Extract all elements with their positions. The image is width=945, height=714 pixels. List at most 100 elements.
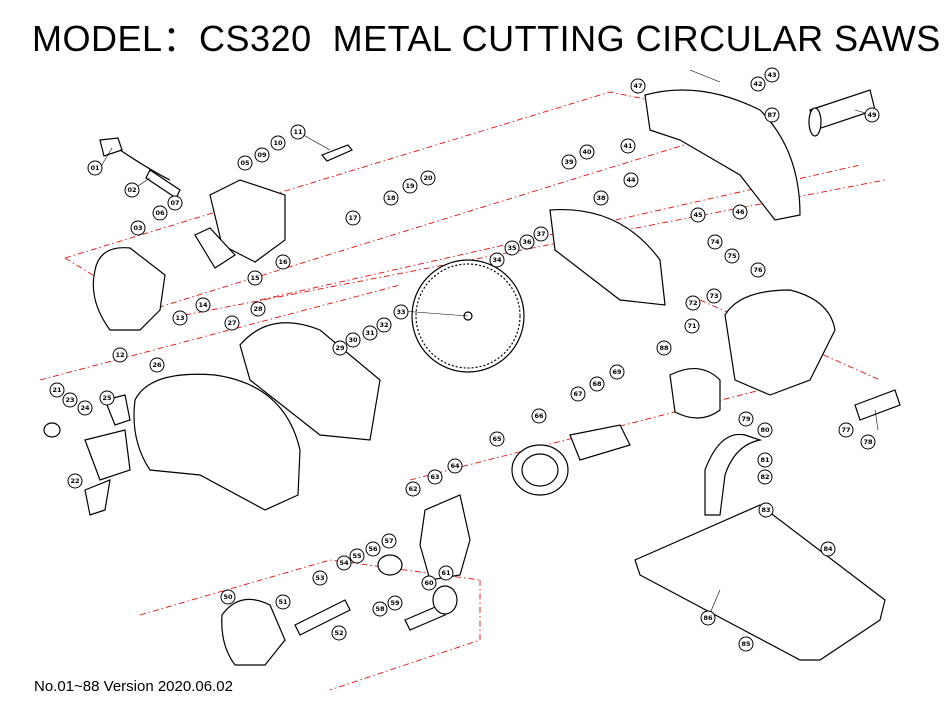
- callout-label: 73: [709, 292, 718, 300]
- callout-07: 07: [167, 195, 183, 211]
- callout-15: 15: [247, 270, 263, 286]
- callout-label: 63: [430, 473, 439, 481]
- callout-label: 03: [133, 224, 142, 232]
- callout-87: 87: [764, 107, 780, 123]
- callout-label: 37: [536, 230, 545, 238]
- callout-markers: 0102030506070910111213141516171819202122…: [49, 67, 880, 652]
- callout-82: 82: [757, 469, 773, 485]
- callout-64: 64: [447, 458, 463, 474]
- callout-22: 22: [67, 473, 83, 489]
- callout-27: 27: [224, 315, 240, 331]
- callout-label: 78: [863, 438, 873, 446]
- callout-33: 33: [393, 304, 409, 320]
- callout-label: 52: [334, 629, 343, 637]
- callout-label: 41: [623, 142, 633, 150]
- callout-label: 46: [735, 208, 745, 216]
- callout-label: 22: [70, 477, 79, 485]
- callout-label: 79: [741, 415, 751, 423]
- callout-label: 54: [339, 559, 349, 567]
- callout-label: 20: [423, 174, 433, 182]
- callout-label: 05: [240, 159, 250, 167]
- callout-label: 66: [534, 412, 544, 420]
- callout-label: 87: [767, 111, 776, 119]
- callout-18: 18: [383, 190, 399, 206]
- callout-label: 51: [278, 598, 288, 606]
- callout-06: 06: [152, 205, 168, 221]
- callout-42: 42: [750, 76, 766, 92]
- callout-36: 36: [519, 234, 535, 250]
- callout-label: 12: [115, 351, 124, 359]
- callout-label: 34: [492, 256, 502, 264]
- callout-79: 79: [738, 411, 754, 427]
- callout-label: 14: [198, 301, 208, 309]
- callout-label: 84: [823, 545, 833, 553]
- callout-label: 80: [760, 426, 770, 434]
- callout-label: 86: [703, 614, 713, 622]
- callout-54: 54: [336, 555, 352, 571]
- callout-label: 82: [760, 473, 769, 481]
- callout-20: 20: [420, 170, 436, 186]
- callout-53: 53: [312, 570, 328, 586]
- callout-75: 75: [724, 248, 740, 264]
- callout-label: 06: [155, 209, 165, 217]
- callout-46: 46: [732, 204, 748, 220]
- callout-label: 60: [424, 579, 434, 587]
- callout-61: 61: [438, 565, 454, 581]
- callout-44: 44: [623, 172, 639, 188]
- callout-88: 88: [656, 340, 672, 356]
- callout-31: 31: [362, 325, 378, 341]
- callout-label: 67: [573, 390, 582, 398]
- callout-13: 13: [172, 310, 188, 326]
- callout-71: 71: [684, 318, 700, 334]
- callout-label: 38: [596, 194, 606, 202]
- callout-72: 72: [685, 295, 701, 311]
- callout-78: 78: [860, 434, 876, 450]
- callout-label: 33: [396, 308, 405, 316]
- callout-38: 38: [593, 190, 609, 206]
- callout-label: 29: [335, 344, 345, 352]
- callout-label: 61: [441, 569, 451, 577]
- callout-58: 58: [372, 601, 388, 617]
- callout-label: 23: [65, 396, 74, 404]
- callout-12: 12: [112, 347, 128, 363]
- callout-label: 30: [348, 336, 358, 344]
- callout-label: 42: [753, 80, 762, 88]
- callout-77: 77: [838, 422, 854, 438]
- callout-02: 02: [124, 182, 140, 198]
- callout-label: 74: [710, 238, 720, 246]
- callout-label: 01: [90, 164, 100, 172]
- callout-57: 57: [381, 533, 397, 549]
- callout-label: 07: [170, 199, 179, 207]
- callout-16: 16: [275, 254, 291, 270]
- callout-label: 49: [867, 111, 877, 119]
- callout-39: 39: [561, 154, 577, 170]
- callout-label: 27: [227, 319, 236, 327]
- callout-80: 80: [757, 422, 773, 438]
- callout-81: 81: [757, 452, 773, 468]
- callout-label: 39: [564, 158, 574, 166]
- callout-83: 83: [758, 502, 774, 518]
- callout-label: 68: [592, 380, 602, 388]
- callout-35: 35: [504, 240, 520, 256]
- callout-label: 31: [365, 329, 375, 337]
- callout-label: 72: [688, 299, 697, 307]
- callout-label: 13: [175, 314, 184, 322]
- callout-10: 10: [270, 135, 286, 151]
- callout-label: 18: [386, 194, 396, 202]
- callout-label: 58: [375, 605, 385, 613]
- callout-68: 68: [589, 376, 605, 392]
- callout-label: 32: [379, 321, 388, 329]
- callout-66: 66: [531, 408, 547, 424]
- callout-label: 35: [507, 244, 517, 252]
- diagram-title: MODEL：CS320 METAL CUTTING CIRCULAR SAWS: [32, 18, 941, 59]
- callout-14: 14: [195, 297, 211, 313]
- callout-76: 76: [750, 262, 766, 278]
- callout-51: 51: [275, 594, 291, 610]
- callout-60: 60: [421, 575, 437, 591]
- callout-label: 09: [257, 151, 267, 159]
- callout-label: 53: [315, 574, 324, 582]
- callout-67: 67: [570, 386, 586, 402]
- callout-30: 30: [345, 332, 361, 348]
- callout-label: 88: [659, 344, 669, 352]
